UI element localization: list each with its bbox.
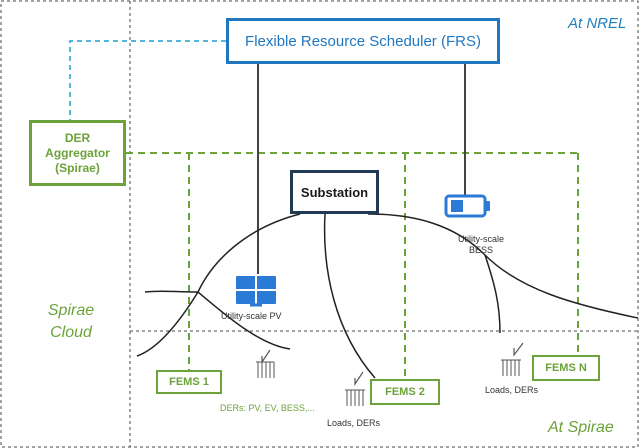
load-icon-fems1 [256,361,275,378]
feeder-left [136,213,301,357]
der-aggregator-line2: Aggregator [45,145,110,160]
substation-box: Substation [290,170,379,214]
feeder-right-branch [484,254,501,334]
load-icon-femsn [501,359,521,376]
der-aggregator-line1: DER [64,130,91,145]
fems1-box: FEMS 1 [156,370,222,394]
battery-charge [451,200,463,212]
utility-bess-line2: BESS [468,245,493,255]
feeder-lines [136,213,639,379]
der-aggregator-box: DER Aggregator (Spirae) [29,120,126,186]
battery-terminal [485,201,490,211]
nrel-zone-label: At NREL [568,15,627,32]
feeder-right [367,213,639,319]
utility-pv-label: Utility-scale PV [221,311,282,321]
fems2-box: FEMS 2 [370,379,440,405]
switch-femsn [513,342,524,357]
feeder-left-branch [197,291,291,350]
ders-femsn-label: Loads, DERs [485,385,539,395]
feeder-left-stub [144,290,199,293]
load-icon-fems2 [345,389,365,406]
spirae-cloud-line2: Cloud [50,324,92,341]
aggregator-links [126,152,579,379]
utility-bess-line1: Utility-scale [457,234,504,244]
switch-fems2 [354,371,364,386]
load-icon [256,359,521,406]
femsn-box: FEMS N [532,355,600,381]
frs-control-lines [257,64,466,275]
spirae-zone-label: At Spirae [548,419,614,436]
ders-fems1-label: DERs: PV, EV, BESS,... [220,403,315,413]
spirae-cloud-label: Spirae Cloud [36,300,106,344]
switch-symbols [261,342,524,386]
utility-bess-label: Utility-scale BESS [451,234,511,256]
battery-icon [444,194,490,218]
spirae-cloud-line1: Spirae [47,302,95,319]
ders-fems2-label: Loads, DERs [327,418,381,428]
frs-box: Flexible Resource Scheduler (FRS) [226,18,500,64]
switch-fems1 [261,349,271,364]
solar-panel-icon [234,274,278,307]
feeder-middle [323,213,376,379]
der-aggregator-line3: (Spirae) [55,160,100,175]
frs-to-aggregator-link [69,40,226,120]
